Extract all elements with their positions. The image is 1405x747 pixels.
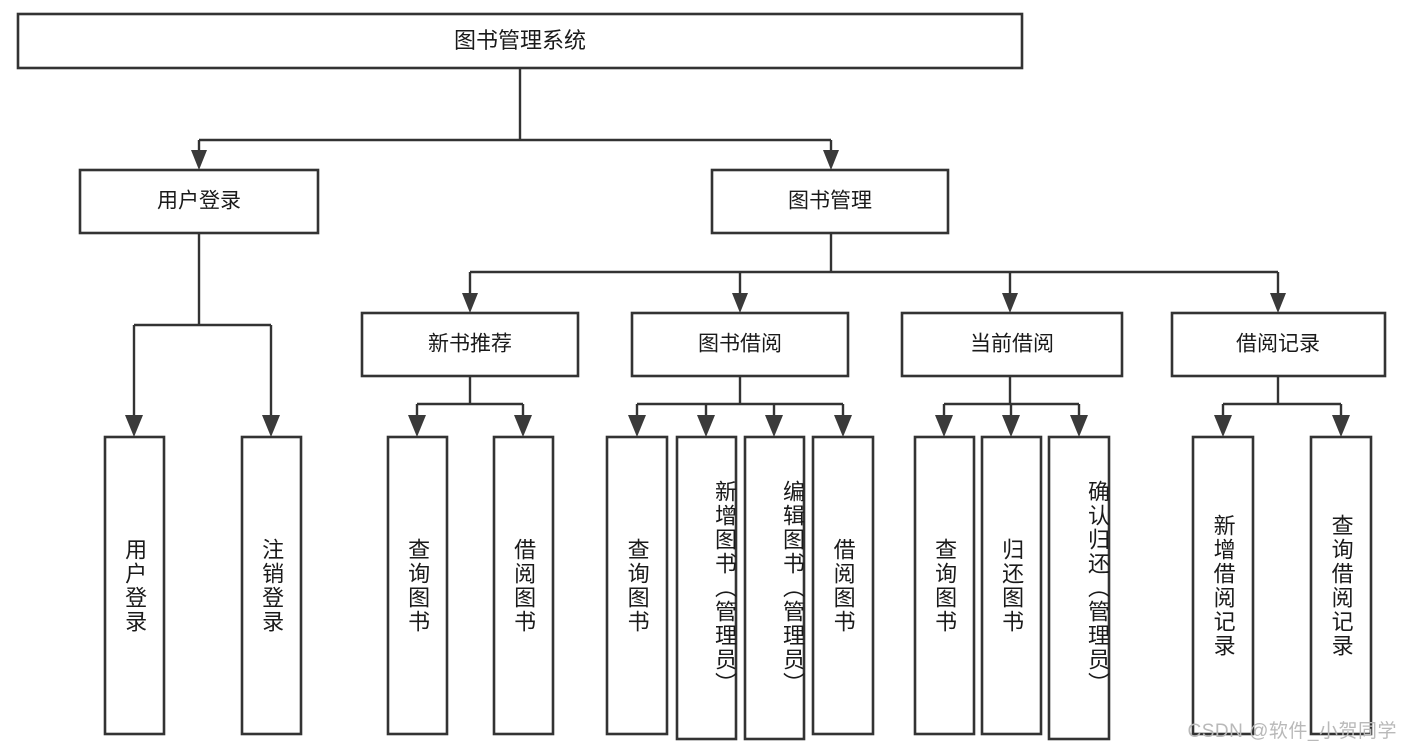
arrowhead-nb-query-book bbox=[408, 415, 426, 437]
leaf-box-br-add-record[interactable] bbox=[1191, 435, 1255, 736]
node-borrow-record-box[interactable] bbox=[1170, 311, 1387, 378]
arrowhead-br-query-record bbox=[1332, 415, 1350, 437]
node-current-borrow-label: 当前借阅 bbox=[970, 333, 1054, 356]
node-new-book-recommend-box[interactable] bbox=[360, 311, 580, 378]
arrowhead-leaf-logout bbox=[262, 415, 280, 437]
connector-group-new-book-leaves bbox=[408, 376, 532, 437]
arrowhead-bb-edit-book bbox=[765, 415, 783, 437]
node-book-borrow[interactable]: 图书借阅 bbox=[630, 311, 850, 378]
node-book-management-label: 图书管理 bbox=[788, 190, 872, 213]
leaf-box-nb-query-book[interactable] bbox=[386, 435, 449, 736]
connector-group-book-borrow-leaves bbox=[628, 376, 852, 437]
node-book-borrow-label: 图书借阅 bbox=[698, 333, 782, 356]
leaf-box-bb-add-book[interactable] bbox=[675, 435, 738, 741]
node-book-management-box[interactable] bbox=[710, 168, 950, 235]
node-user-login-label: 用户登录 bbox=[157, 190, 241, 213]
arrowhead-leaf-user-login bbox=[125, 415, 143, 437]
arrowhead-cb-query-book bbox=[935, 415, 953, 437]
csdn-watermark: CSDN @软件_小贺同学 bbox=[1187, 721, 1397, 742]
leaf-box-cb-return-book[interactable] bbox=[980, 435, 1043, 736]
leaf-box-logout[interactable] bbox=[240, 435, 303, 736]
leaf-box-bb-edit-book[interactable] bbox=[743, 435, 806, 741]
node-user-login-box[interactable] bbox=[78, 168, 320, 235]
arrowhead-nb-borrow-book bbox=[514, 415, 532, 437]
leaf-boxes-new-book-recommend bbox=[386, 435, 555, 736]
leaf-boxes-current-borrow bbox=[913, 435, 1111, 741]
arrowhead-user-login bbox=[191, 150, 207, 170]
node-current-borrow-box[interactable] bbox=[900, 311, 1124, 378]
arrowhead-book-mgmt bbox=[823, 150, 839, 170]
leaf-box-br-query-record[interactable] bbox=[1309, 435, 1373, 736]
arrowhead-bb-borrow-book bbox=[834, 415, 852, 437]
leaf-box-cb-confirm-return[interactable] bbox=[1047, 435, 1111, 741]
node-new-book-recommend-label: 新书推荐 bbox=[428, 333, 512, 356]
connector-group-current-borrow-leaves bbox=[935, 376, 1088, 437]
arrowhead-cb-return-book bbox=[1002, 415, 1020, 437]
arrowhead-bb-query-book bbox=[628, 415, 646, 437]
node-borrow-record-label: 借阅记录 bbox=[1236, 333, 1320, 356]
node-book-borrow-box[interactable] bbox=[630, 311, 850, 378]
arrowhead-current-borrow bbox=[1002, 293, 1018, 313]
connector-group-user-login-leaves bbox=[125, 233, 280, 437]
node-user-login[interactable]: 用户登录 bbox=[78, 168, 320, 235]
leaf-box-user-login[interactable] bbox=[103, 435, 166, 736]
arrowhead-new-book bbox=[462, 293, 478, 313]
arrowhead-book-borrow bbox=[732, 293, 748, 313]
leaf-box-bb-borrow-book[interactable] bbox=[811, 435, 875, 736]
connector-group-root-to-level2 bbox=[191, 68, 839, 170]
leaf-boxes-borrow-record bbox=[1191, 435, 1373, 736]
leaf-box-nb-borrow-book[interactable] bbox=[492, 435, 555, 736]
leaf-box-bb-query-book[interactable] bbox=[605, 435, 669, 736]
arrowhead-borrow-record bbox=[1270, 293, 1286, 313]
node-current-borrow[interactable]: 当前借阅 bbox=[900, 311, 1124, 378]
leaf-boxes-user-login bbox=[103, 435, 303, 736]
arrowhead-br-add-record bbox=[1214, 415, 1232, 437]
arrowhead-cb-confirm-return bbox=[1070, 415, 1088, 437]
connector-group-borrow-record-leaves bbox=[1214, 376, 1350, 437]
node-new-book-recommend[interactable]: 新书推荐 bbox=[360, 311, 580, 378]
node-borrow-record[interactable]: 借阅记录 bbox=[1170, 311, 1387, 378]
connector-group-book-mgmt-to-level3 bbox=[462, 233, 1286, 313]
node-root-box[interactable] bbox=[16, 12, 1024, 70]
arrowhead-bb-add-book bbox=[697, 415, 715, 437]
leaf-boxes-book-borrow bbox=[605, 435, 875, 741]
node-root-system[interactable]: 图书管理系统 bbox=[16, 12, 1024, 70]
node-root-label: 图书管理系统 bbox=[454, 28, 586, 53]
leaf-box-cb-query-book[interactable] bbox=[913, 435, 976, 736]
node-book-management[interactable]: 图书管理 bbox=[710, 168, 950, 235]
